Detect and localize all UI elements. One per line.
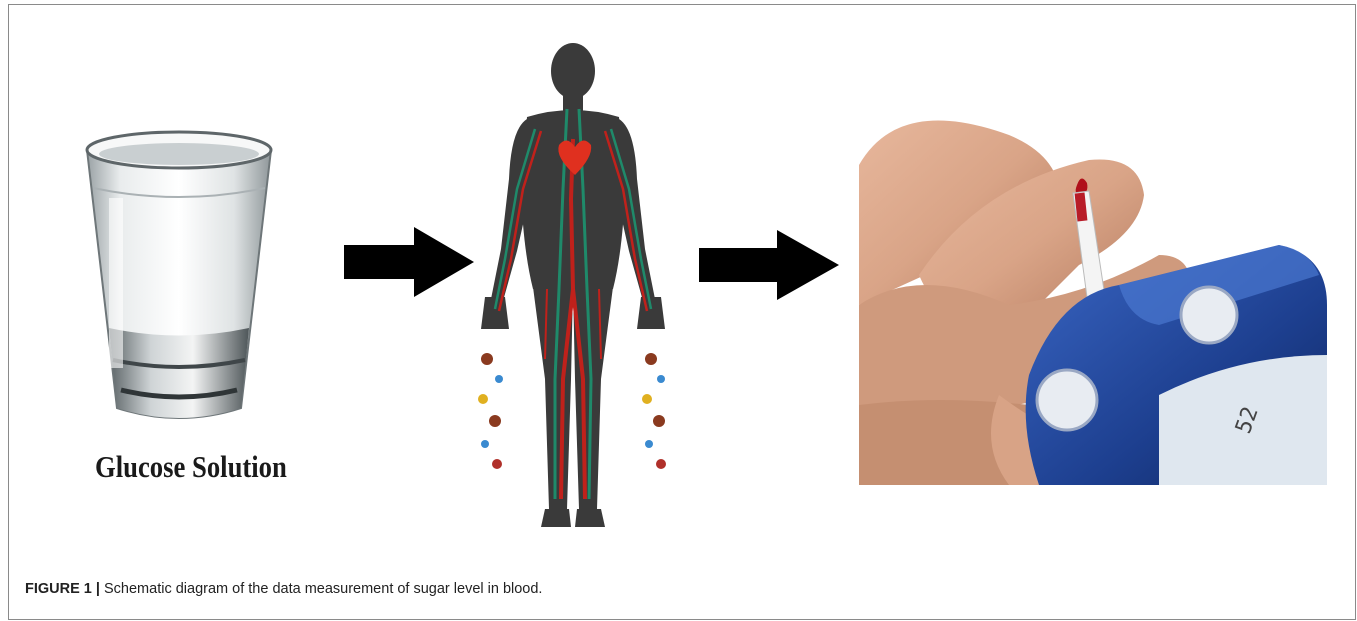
right-arrow-icon [344, 227, 474, 297]
figure-frame: Glucose Solution [8, 4, 1356, 620]
figure-label: FIGURE 1 | [25, 581, 100, 597]
glucose-meter-fingertip-icon: 52 [859, 105, 1327, 485]
glucose-particles-icon [478, 353, 666, 469]
glass-of-water-icon [79, 128, 279, 426]
figure-caption: FIGURE 1 | Schematic diagram of the data… [25, 581, 542, 597]
glucose-solution-label: Glucose Solution [95, 449, 301, 485]
right-arrow-icon [699, 230, 839, 300]
caption-text: Schematic diagram of the data measuremen… [104, 581, 542, 597]
human-circulatory-system-icon [475, 39, 671, 539]
